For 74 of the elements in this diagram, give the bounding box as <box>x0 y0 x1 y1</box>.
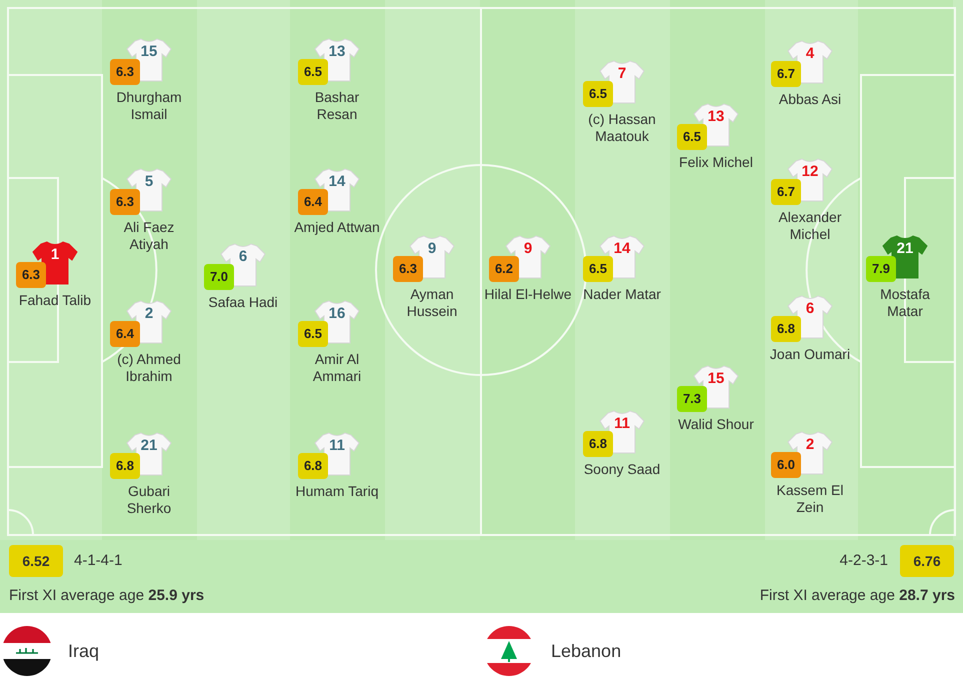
jersey-number: 5 <box>144 173 154 190</box>
player-name: Hilal El-Helwe <box>484 286 572 303</box>
average-age-text: First XI average age 28.7 yrs <box>760 587 955 605</box>
jersey-number: 6 <box>804 300 816 317</box>
rating-badge: 7.3 <box>677 386 707 412</box>
rating-badge: 6.8 <box>771 316 801 342</box>
player-name: Nader Matar <box>582 286 662 303</box>
jersey-number: 9 <box>522 240 534 257</box>
jersey-number: 13 <box>706 108 726 125</box>
player-name: Dhurgham Ismail <box>115 89 183 123</box>
player-name: Felix Michel <box>678 154 754 171</box>
rating-badge: 6.4 <box>298 189 328 215</box>
player-name: Amjed Attwan <box>293 219 381 236</box>
player-name: Ali Faez Atiyah <box>122 219 176 253</box>
player-name: Gubari Sherko <box>126 483 172 517</box>
rating-badge: 7.9 <box>866 256 896 282</box>
player-name: Bashar Resan <box>314 89 360 123</box>
jersey-number: 6 <box>238 248 248 265</box>
rating-badge: 6.2 <box>489 256 519 282</box>
rating-badge: 6.7 <box>771 61 801 87</box>
jersey-number: 7 <box>616 65 628 82</box>
rating-badge: 6.3 <box>110 189 140 215</box>
average-age-text: First XI average age 25.9 yrs <box>9 587 204 605</box>
rating-badge: 7.0 <box>204 264 234 290</box>
rating-badge: 6.5 <box>583 81 613 107</box>
player-name: Amir Al Ammari <box>312 351 362 385</box>
player-name: (c) Hassan Maatouk <box>587 111 657 145</box>
rating-badge: 6.8 <box>110 453 140 479</box>
rating-badge: 6.0 <box>771 452 801 478</box>
jersey-number: 11 <box>613 415 631 432</box>
jersey-number: 21 <box>140 437 158 454</box>
player-name: Abbas Asi <box>778 91 842 108</box>
jersey-number: 16 <box>328 305 346 322</box>
player-name: Humam Tariq <box>294 483 380 500</box>
rating-badge: 6.3 <box>393 256 423 282</box>
player-name: Mostafa Matar <box>879 286 931 320</box>
player-name: (c) Ahmed Ibrahim <box>116 351 182 385</box>
jersey-number: 15 <box>140 43 158 60</box>
player-name: Joan Oumari <box>768 346 852 363</box>
player-name: Safaa Hadi <box>207 294 279 311</box>
jersey-number: 1 <box>50 246 60 263</box>
jersey-number: 14 <box>328 173 346 190</box>
player-name: Walid Shour <box>677 416 755 433</box>
rating-badge: 6.52 <box>9 545 63 577</box>
player-name: Kassem El Zein <box>776 482 844 516</box>
rating-badge: 6.5 <box>677 124 707 150</box>
team-name: Iraq <box>68 640 100 662</box>
player-name: Ayman Hussein <box>406 286 458 320</box>
jersey-number: 21 <box>896 240 914 257</box>
player-name: Fahad Talib <box>18 292 92 309</box>
rating-badge: 6.4 <box>110 321 140 347</box>
player-name: Alexander Michel <box>777 209 843 243</box>
player-name: Soony Saad <box>582 461 662 478</box>
jersey-number: 11 <box>328 437 346 454</box>
team-name: Lebanon <box>551 640 622 662</box>
jersey-number: 12 <box>800 163 820 180</box>
rating-badge: 6.5 <box>298 321 328 347</box>
rating-badge: 6.3 <box>16 262 46 288</box>
jersey-number: 15 <box>706 370 726 387</box>
formation-text: 4-1-4-1 <box>74 552 122 570</box>
rating-badge: 6.76 <box>900 545 954 577</box>
jersey-number: 13 <box>328 43 346 60</box>
jersey-number: 4 <box>804 45 816 62</box>
rating-badge: 6.8 <box>583 431 613 457</box>
jersey-number: 9 <box>426 240 438 257</box>
rating-badge: 6.7 <box>771 179 801 205</box>
formation-text: 4-2-3-1 <box>840 552 888 570</box>
rating-badge: 6.3 <box>110 59 140 85</box>
jersey-number: 14 <box>612 240 632 257</box>
rating-badge: 6.5 <box>298 59 328 85</box>
jersey-number: 2 <box>804 436 816 453</box>
rating-badge: 6.5 <box>583 256 613 282</box>
jersey-number: 2 <box>144 305 154 322</box>
rating-badge: 6.8 <box>298 453 328 479</box>
